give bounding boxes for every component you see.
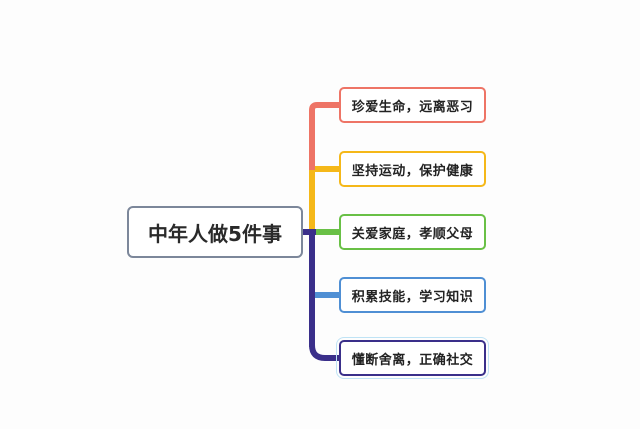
root-label: 中年人做5件事 (148, 221, 282, 246)
root-node[interactable]: 中年人做5件事 (127, 206, 303, 258)
branch-label-1: 珍爱生命，远离恶习 (351, 99, 474, 115)
connector-branch-5 (309, 344, 340, 361)
branch-node-1[interactable]: 珍爱生命，远离恶习 (339, 87, 486, 123)
branch-label-4: 积累技能，学习知识 (351, 289, 474, 305)
branch-label-3: 关爱家庭，孝顺父母 (351, 226, 474, 242)
branch-node-3[interactable]: 关爱家庭，孝顺父母 (339, 214, 486, 250)
connector-branch-1 (309, 102, 340, 118)
branch-node-4[interactable]: 积累技能，学习知识 (339, 277, 486, 313)
branch-label-5: 懂断舍离，正确社交 (351, 352, 474, 368)
branch-node-5[interactable]: 懂断舍离，正确社交 (336, 337, 489, 379)
branch-label-2: 坚持运动，保护健康 (351, 163, 474, 179)
branch-node-2[interactable]: 坚持运动，保护健康 (339, 151, 486, 187)
